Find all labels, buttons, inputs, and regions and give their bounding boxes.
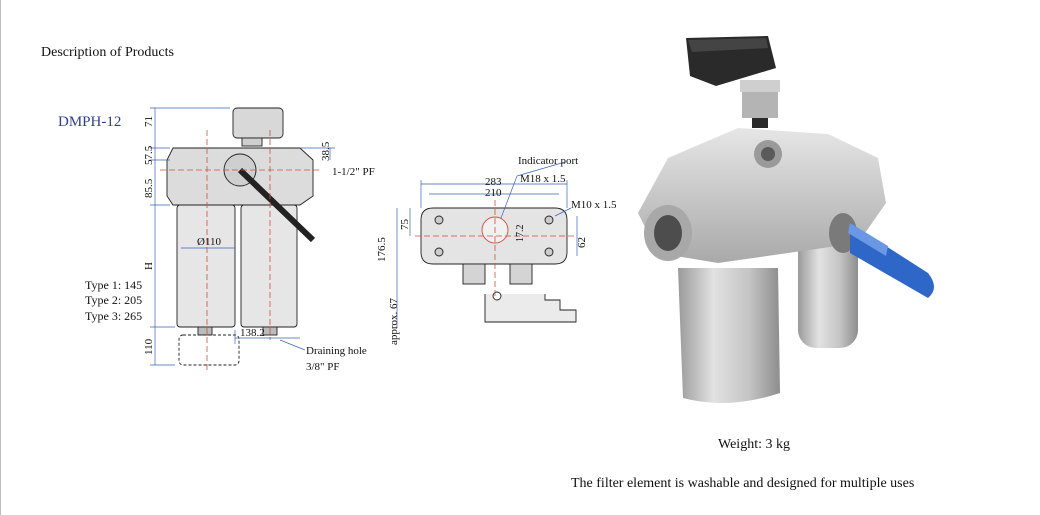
type2-label: Type 2: 205	[85, 293, 142, 307]
indicator-cable	[237, 167, 316, 243]
filter-top-view	[420, 207, 577, 323]
filter-side-view	[166, 107, 316, 366]
thread-m18: M18 x 1.5	[520, 173, 566, 185]
drain-hole-label: Draining hole	[306, 345, 367, 357]
bolt-2	[544, 215, 554, 225]
indicator-port-label: Indicator port	[518, 155, 578, 167]
dim-283: 283	[485, 176, 502, 188]
drain-size-label: 3/8" PF	[306, 361, 340, 373]
pin-hole	[492, 291, 502, 301]
inlet-port-label: 1-1/2" PF	[332, 166, 375, 178]
page-heading: Description of Products	[41, 45, 174, 60]
dim-110: 110	[143, 338, 155, 355]
type1-label: Type 1: 145	[85, 278, 142, 292]
dim-57-5: 57.5	[143, 145, 155, 165]
filter-head-photo	[638, 128, 886, 263]
dim-h: H	[143, 262, 155, 270]
product-photo-svg	[638, 36, 934, 403]
dimension-labels-right: Indicator port 283 M18 x 1.5 210 M10 x 1…	[376, 155, 617, 345]
product-photo	[628, 28, 958, 413]
weight-caption: Weight: 3 kg	[718, 437, 790, 452]
dim-210: 210	[485, 187, 502, 199]
bolt-1	[434, 215, 444, 225]
dim-diameter: Ø110	[197, 236, 222, 248]
drain-plug-left	[197, 326, 213, 336]
dimension-lines-right	[396, 161, 578, 328]
dimension-labels-left: 71 57.5 85.5 H 110 38.5 1-1/2" PF Ø110 1…	[85, 116, 375, 373]
drawing-svg: DMPH-12 71 57.5 85.5 H	[58, 107, 617, 373]
front-bowl	[678, 268, 780, 403]
filter-bowl-left	[176, 204, 236, 328]
technical-drawing: DMPH-12 71 57.5 85.5 H	[55, 100, 630, 375]
blue-indicator	[829, 213, 934, 298]
bolt-3	[434, 247, 444, 257]
electrical-connector	[686, 36, 780, 128]
washable-note: The filter element is washable and desig…	[571, 476, 915, 491]
type3-label: Type 3: 265	[85, 309, 142, 323]
indicator-lever	[484, 294, 577, 323]
bolt-4	[544, 247, 554, 257]
thread-m10: M10 x 1.5	[571, 199, 617, 211]
dim-138-2: 138.2	[240, 327, 265, 339]
dim-38-5: 38.5	[320, 141, 332, 161]
filter-bowl-right	[240, 204, 298, 328]
indicator-body	[241, 137, 263, 147]
dim-176-5: 176.5	[376, 237, 388, 262]
dim-62: 62	[576, 237, 588, 248]
foot-right	[509, 263, 533, 285]
center-lines	[160, 130, 320, 370]
foot-left	[462, 263, 486, 285]
dim-approx-67: approx. 67	[388, 297, 400, 345]
dim-71: 71	[143, 116, 155, 127]
element-removal-outline	[178, 334, 240, 366]
page-left-border	[0, 0, 1, 515]
model-label: DMPH-12	[58, 114, 121, 130]
dim-85-5: 85.5	[143, 178, 155, 198]
dim-17-2: 17.2	[515, 225, 526, 243]
dim-75: 75	[399, 219, 411, 231]
dimension-lines-left	[150, 107, 335, 366]
indicator-connector	[232, 107, 284, 139]
top-view-center-lines	[415, 200, 575, 300]
